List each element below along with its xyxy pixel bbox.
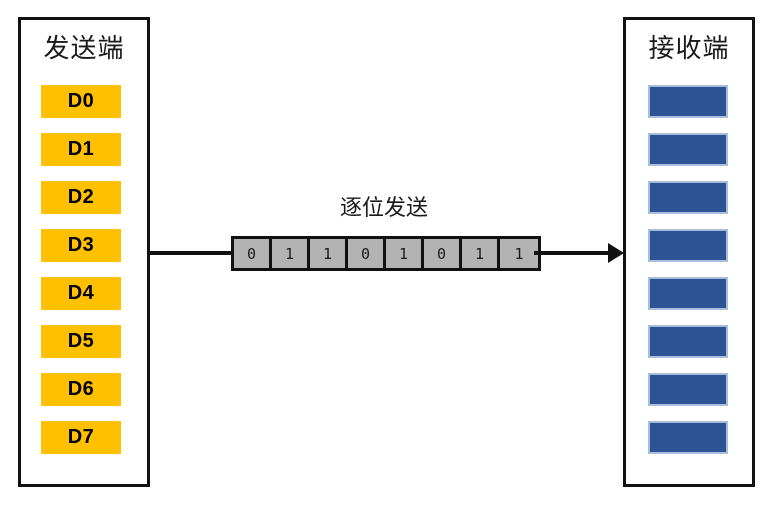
transfer-label: 逐位发送 <box>339 195 428 220</box>
bit-cell-5: 0 <box>424 239 462 268</box>
sender-data-cell-d3: D3 <box>41 229 121 262</box>
bit-cell-4: 1 <box>386 239 424 268</box>
receiver-panel-title: 接收端 <box>648 33 730 63</box>
receiver-slot-1 <box>648 133 728 166</box>
sender-data-cell-d2: D2 <box>41 181 121 214</box>
connector-line-left <box>150 251 234 255</box>
bit-cell-6: 1 <box>462 239 500 268</box>
bit-stream-strip: 0 1 1 0 1 0 1 1 <box>231 236 541 271</box>
receiver-slot-4 <box>648 277 728 310</box>
sender-data-cell-d0: D0 <box>41 85 121 118</box>
sender-data-cell-d7: D7 <box>41 421 121 454</box>
receiver-slot-3 <box>648 229 728 262</box>
receiver-slot-0 <box>648 85 728 118</box>
sender-data-cell-d4: D4 <box>41 277 121 310</box>
receiver-slot-2 <box>648 181 728 214</box>
connector-line-right <box>534 251 612 255</box>
receiver-slot-7 <box>648 421 728 454</box>
receiver-slot-6 <box>648 373 728 406</box>
sender-data-cell-d5: D5 <box>41 325 121 358</box>
bit-cell-3: 0 <box>348 239 386 268</box>
bit-cell-1: 1 <box>272 239 310 268</box>
bit-cell-7: 1 <box>500 239 538 268</box>
sender-data-cell-d6: D6 <box>41 373 121 406</box>
sender-data-cell-d1: D1 <box>41 133 121 166</box>
bit-cell-2: 1 <box>310 239 348 268</box>
bit-cell-0: 0 <box>234 239 272 268</box>
receiver-slot-5 <box>648 325 728 358</box>
sender-panel-title: 发送端 <box>43 33 125 63</box>
arrow-right-icon <box>608 243 624 263</box>
